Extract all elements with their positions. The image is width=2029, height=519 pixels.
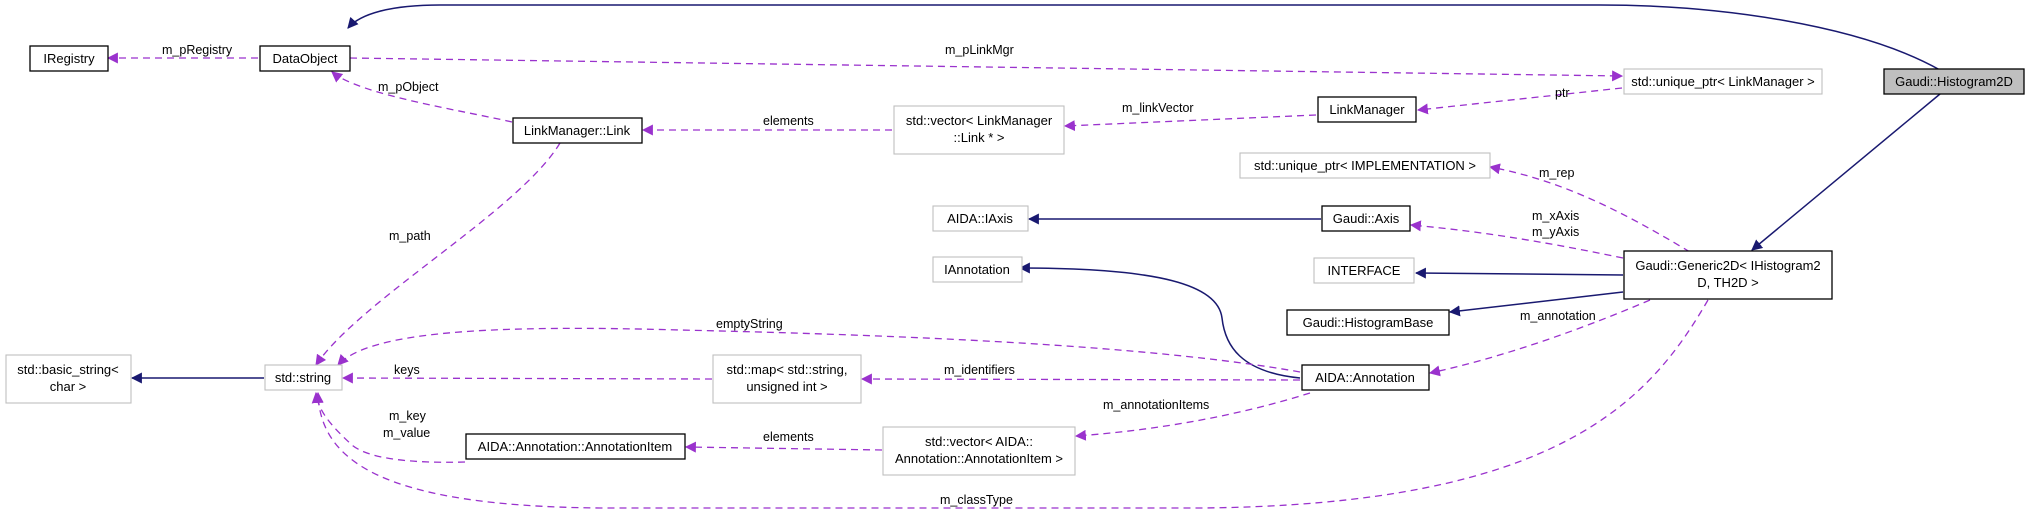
node-basic-string[interactable]: std::basic_string< char > (5, 354, 132, 404)
node-vector-link-line1: std::vector< LinkManager (906, 113, 1053, 128)
node-basic-string-line2: char > (50, 379, 87, 394)
node-annotation-item-label: AIDA::Annotation::AnnotationItem (478, 439, 672, 454)
node-iannotation[interactable]: IAnnotation (932, 256, 1023, 283)
edge-map-to-string-keys (341, 372, 713, 384)
edge-label-m-path: m_path (389, 229, 431, 243)
node-uniqueptr-implementation[interactable]: std::unique_ptr< IMPLEMENTATION > (1239, 152, 1491, 179)
edge-label-m-key: m_key (389, 409, 427, 423)
node-generic2d-line2: D, TH2D > (1697, 275, 1759, 290)
edge-annotation-to-vector-item (1074, 392, 1311, 441)
edge-generic2d-to-uniqueptr-impl (1488, 163, 1691, 253)
edge-generic2d-to-string-classtype (312, 299, 1709, 509)
node-iannotation-label: IAnnotation (944, 262, 1010, 277)
node-basic-string-line1: std::basic_string< (17, 362, 119, 377)
node-linkmanager-label: LinkManager (1329, 102, 1405, 117)
node-gaudi-axis-label: Gaudi::Axis (1333, 211, 1400, 226)
node-vector-annotation-item[interactable]: std::vector< AIDA:: Annotation::Annotati… (882, 426, 1076, 476)
node-aida-iaxis[interactable]: AIDA::IAxis (932, 205, 1029, 232)
node-generic2d-line1: Gaudi::Generic2D< IHistogram2 (1635, 258, 1820, 273)
node-std-string-label: std::string (275, 370, 331, 385)
node-vector-link-line2: ::Link * > (954, 130, 1005, 145)
node-gaudi-axis[interactable]: Gaudi::Axis (1321, 205, 1411, 232)
edge-label-m-xaxis: m_xAxis (1532, 209, 1579, 223)
edge-label-m-value: m_value (383, 426, 430, 440)
edge-label-m-rep: m_rep (1539, 166, 1574, 180)
edge-histogram2d-to-dataobject (347, 4, 1941, 71)
edge-label-m-yaxis: m_yAxis (1532, 225, 1579, 239)
node-aida-iaxis-label: AIDA::IAxis (947, 211, 1013, 226)
node-annotation-item[interactable]: AIDA::Annotation::AnnotationItem (465, 433, 686, 460)
node-iregistry[interactable]: IRegistry (29, 45, 109, 72)
edge-generic2d-to-histogrambase (1448, 291, 1624, 317)
edge-annotation-to-iannotation (1018, 262, 1301, 379)
node-linkmanager[interactable]: LinkManager (1317, 96, 1417, 123)
edge-linkmanager-to-vector-link (1063, 114, 1317, 132)
node-uniqueptr-linkmanager-label: std::unique_ptr< LinkManager > (1631, 74, 1815, 89)
node-uniqueptr-linkmanager[interactable]: std::unique_ptr< LinkManager > (1623, 68, 1823, 95)
node-interface-label: INTERFACE (1328, 263, 1401, 278)
edge-link-to-dataobject (331, 71, 513, 123)
edge-uniqueptr-to-linkmanager (1416, 87, 1623, 115)
edge-label-m-pobject: m_pObject (378, 80, 439, 94)
edge-annotation-to-string-emptystring (337, 327, 1301, 373)
edge-generic2d-to-annotation (1428, 299, 1651, 377)
edge-label-elements-item: elements (763, 430, 814, 444)
edge-label-emptystring: emptyString (716, 317, 783, 331)
node-dataobject-label: DataObject (272, 51, 337, 66)
edge-vector-item-to-annotationitem (684, 441, 883, 453)
edge-label-m-classtype: m_classType (940, 493, 1013, 507)
edge-dataobject-to-uniqueptr-linkmgr (349, 57, 1624, 82)
node-linkmanager-link-label: LinkManager::Link (524, 123, 631, 138)
node-aida-annotation-label: AIDA::Annotation (1315, 370, 1415, 385)
node-linkmanager-link[interactable]: LinkManager::Link (512, 117, 643, 144)
edge-generic2d-to-axis (1409, 220, 1624, 259)
node-iregistry-label: IRegistry (43, 51, 95, 66)
node-interface[interactable]: INTERFACE (1313, 257, 1415, 284)
node-vector-link[interactable]: std::vector< LinkManager ::Link * > (893, 105, 1065, 155)
node-uniqueptr-implementation-label: std::unique_ptr< IMPLEMENTATION > (1254, 158, 1476, 173)
edge-label-m-linkvector: m_linkVector (1122, 101, 1194, 115)
edge-annotationitem-to-string (311, 391, 466, 463)
node-vector-annotation-item-line1: std::vector< AIDA:: (925, 434, 1033, 449)
node-histogram2d-label: Gaudi::Histogram2D (1895, 74, 2013, 89)
edge-label-keys: keys (394, 363, 420, 377)
edge-generic2d-to-interface (1414, 267, 1624, 279)
edge-label-ptr: ptr (1555, 86, 1570, 100)
edge-label-m-annotation: m_annotation (1520, 309, 1596, 323)
edge-label-m-identifiers: m_identifiers (944, 363, 1015, 377)
node-histogram2d[interactable]: Gaudi::Histogram2D (1883, 68, 2025, 95)
node-generic2d[interactable]: Gaudi::Generic2D< IHistogram2 D, TH2D > (1623, 250, 1833, 300)
edge-label-m-plinkmgr: m_pLinkMgr (945, 43, 1014, 57)
edge-histogram2d-to-generic2d (1751, 93, 1941, 251)
edge-label-m-annotationitems: m_annotationItems (1103, 398, 1209, 412)
edge-label-elements-link: elements (763, 114, 814, 128)
node-dataobject[interactable]: DataObject (259, 45, 351, 72)
node-aida-annotation[interactable]: AIDA::Annotation (1301, 364, 1430, 391)
edge-annotation-to-map (860, 373, 1301, 385)
node-std-map[interactable]: std::map< std::string, unsigned int > (712, 354, 862, 404)
node-std-map-line1: std::map< std::string, (726, 362, 847, 377)
node-std-map-line2: unsigned int > (746, 379, 827, 394)
node-histogram-base-label: Gaudi::HistogramBase (1303, 315, 1434, 330)
node-std-string[interactable]: std::string (264, 364, 343, 391)
edge-label-m-pregistry: m_pRegistry (162, 43, 233, 57)
node-histogram-base[interactable]: Gaudi::HistogramBase (1286, 309, 1450, 336)
node-vector-annotation-item-line2: Annotation::AnnotationItem > (895, 451, 1063, 466)
edge-link-to-string (315, 142, 561, 366)
